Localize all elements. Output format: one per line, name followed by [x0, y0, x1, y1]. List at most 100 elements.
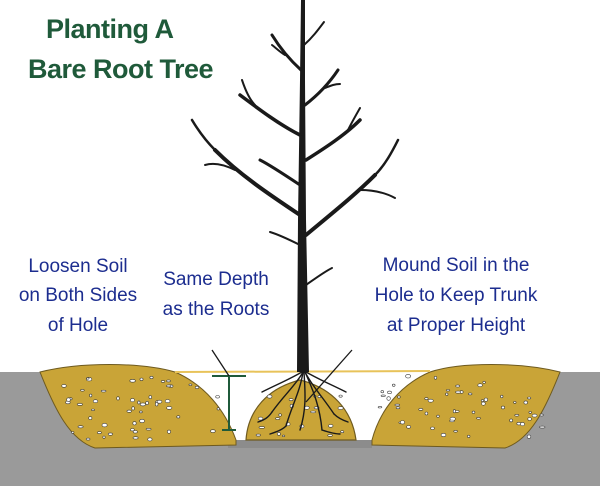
loosen-soil-label: Loosen Soil on Both Sides of Hole [19, 256, 137, 336]
soil-speckle [340, 430, 345, 434]
soil-speckle [149, 375, 154, 379]
soil-speckle [513, 401, 517, 404]
soil-speckle [167, 429, 171, 434]
soil-speckle [88, 416, 93, 420]
soil-speckle [137, 400, 141, 405]
mound-label-line-2: Hole to Keep Trunk [375, 285, 538, 306]
loosen-label-line-3: of Hole [48, 315, 108, 336]
left-loosened-soil [39, 364, 237, 449]
soil-speckle [194, 385, 200, 389]
soil-speckle [377, 406, 383, 409]
soil-speckle [276, 432, 281, 436]
soil-speckle [380, 390, 384, 394]
soil-speckle [520, 422, 525, 427]
soil-speckle [166, 379, 171, 383]
soil-speckle [107, 432, 113, 436]
soil-speckle [406, 425, 411, 429]
soil-speckle [275, 417, 281, 420]
soil-speckle [527, 417, 532, 421]
soil-speckle [539, 413, 544, 417]
title-line-2: Bare Root Tree [28, 54, 214, 84]
loosen-label-line-2: on Both Sides [19, 285, 137, 306]
soil-speckle [132, 421, 137, 426]
soil-speckle [509, 418, 513, 423]
soil-speckle [436, 414, 440, 418]
soil-speckle [397, 395, 401, 399]
soil-speckle [526, 434, 532, 439]
soil-speckle [131, 406, 135, 411]
soil-speckle [155, 402, 159, 407]
depth-pointer-line [211, 349, 230, 377]
soil-speckle [449, 419, 455, 423]
planting-hole [228, 440, 372, 448]
soil-speckle [145, 400, 149, 405]
soil-speckle [468, 392, 473, 396]
soil-speckle [164, 399, 171, 404]
soil-speckle [476, 417, 481, 420]
soil-speckle [278, 413, 282, 417]
soil-speckle [130, 428, 135, 432]
mound-soil-label: Mound Soil in the Hole to Keep Trunk at … [375, 255, 538, 336]
soil-speckle [100, 389, 107, 393]
soil-speckle [523, 400, 528, 405]
soil-speckle [380, 394, 386, 397]
soil-speckle [483, 397, 488, 402]
soil-speckle [258, 416, 264, 421]
soil-speckle [188, 383, 193, 386]
mound-label-line-1: Mound Soil in the [383, 255, 530, 276]
soil-speckle [255, 433, 261, 437]
soil-speckle [160, 380, 166, 383]
soil-speckle [445, 389, 451, 392]
soil-speckle [66, 397, 71, 402]
soil-speckle [176, 415, 181, 419]
soil-speckle [500, 394, 504, 399]
soil-speckle [405, 374, 411, 379]
soil-speckle [258, 426, 265, 429]
soil-speckle [85, 437, 91, 441]
soil-speckle [215, 395, 220, 399]
soil-speckle [328, 424, 334, 428]
soil-speckle [101, 423, 108, 428]
soil-speckle [539, 425, 546, 429]
soil-speckle [427, 398, 434, 403]
soil-speckles [61, 374, 546, 442]
soil-speckle [514, 414, 520, 417]
soil-speckle [92, 399, 99, 404]
soil-speckle [501, 405, 505, 410]
depth-label-line-1: Same Depth [163, 269, 269, 290]
soil-speckle [166, 384, 172, 388]
soil-speckle [77, 425, 84, 429]
soil-speckle [126, 409, 132, 413]
soil-speckle [89, 393, 93, 398]
mound-pointer-line [305, 349, 353, 403]
soil-speckle [433, 375, 438, 380]
title-line-1: Planting A [46, 14, 174, 44]
soil-speckle [310, 410, 316, 414]
soil-speckle [102, 435, 106, 439]
soil-speckle [467, 434, 471, 438]
soil-speckle [132, 430, 138, 434]
soil-speckle [86, 377, 90, 380]
tree-trunk [297, 0, 309, 372]
mound-label-line-3: at Proper Height [387, 315, 526, 336]
soil-speckle [430, 426, 435, 430]
soil-speckle [129, 379, 136, 383]
soil-speckle [527, 396, 532, 400]
soil-speckle [424, 397, 429, 400]
soil-speckle [327, 434, 333, 437]
soil-speckle [91, 408, 96, 411]
soil-speckle [130, 398, 135, 403]
soil-speckle [387, 390, 392, 395]
soil-speckle [116, 396, 120, 401]
soil-speckle [392, 383, 396, 387]
same-depth-label: Same Depth as the Roots [163, 269, 270, 320]
soil-speckle [394, 403, 400, 407]
soil-speckle [481, 401, 486, 406]
soil-speckle [147, 437, 153, 442]
soil-speckle [418, 408, 424, 411]
soil-speckle [216, 407, 220, 411]
soil-speckle [139, 377, 144, 381]
soil-speckle [145, 428, 152, 431]
